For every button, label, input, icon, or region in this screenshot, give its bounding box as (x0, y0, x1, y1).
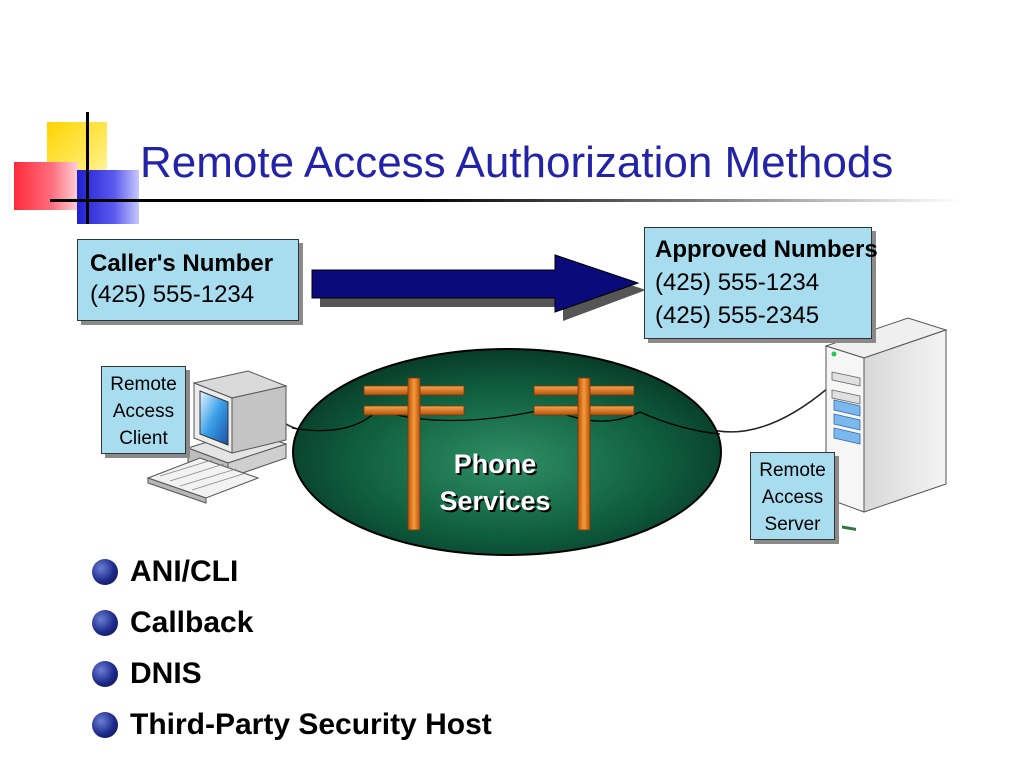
list-item: DNIS (92, 648, 492, 699)
decor-vertical-line (86, 112, 89, 224)
remote-access-client-label: Remote Access Client (101, 366, 186, 454)
method-callback: Callback (130, 605, 254, 639)
approved-numbers-box: Approved Numbers (425) 555-1234 (425) 55… (644, 227, 878, 339)
server-icon (824, 317, 948, 531)
bullet-icon (92, 609, 118, 636)
callers-number-value: (425) 555-1234 (90, 281, 255, 308)
method-ani-cli: ANI/CLI (130, 554, 239, 588)
client-label-line-1: Remote (110, 374, 177, 395)
title-underline (50, 199, 960, 202)
telephone-pole-icon (363, 377, 465, 531)
phone-services-ellipse (292, 348, 722, 556)
telephone-pole-icon (533, 377, 635, 531)
computer-icon (146, 370, 288, 504)
client-label-line-3: Client (119, 428, 168, 449)
bullet-icon (92, 660, 118, 687)
bullet-icon (92, 558, 118, 585)
client-label-line-2: Access (112, 401, 175, 422)
bullet-icon (92, 711, 118, 738)
server-label-line-3: Server (764, 514, 821, 535)
list-item: Callback (92, 597, 492, 648)
callers-number-heading: Caller's Number (90, 250, 274, 277)
approved-number-2: (425) 555-2345 (655, 302, 820, 329)
method-third-party-security-host: Third-Party Security Host (130, 707, 492, 741)
methods-list: ANI/CLI Callback DNIS Third-Party Securi… (92, 546, 492, 750)
list-item: ANI/CLI (92, 546, 492, 597)
server-label-line-2: Access (761, 487, 824, 508)
remote-access-server-label: Remote Access Server (750, 452, 835, 540)
server-label-line-1: Remote (759, 460, 826, 481)
arrow-icon (311, 254, 646, 321)
phone-services-line-1: Phone (453, 449, 537, 479)
approved-number-1: (425) 555-1234 (655, 269, 820, 296)
callers-number-box: Caller's Number (425) 555-1234 (77, 239, 299, 321)
slide-title: Remote Access Authorization Methods (140, 138, 894, 187)
approved-numbers-heading: Approved Numbers (655, 236, 878, 263)
method-dnis: DNIS (130, 656, 202, 690)
list-item: Third-Party Security Host (92, 699, 492, 750)
decor-red-square (14, 162, 78, 210)
phone-services-line-2: Services (439, 486, 551, 516)
phone-services-label: Phone Services (420, 446, 570, 520)
